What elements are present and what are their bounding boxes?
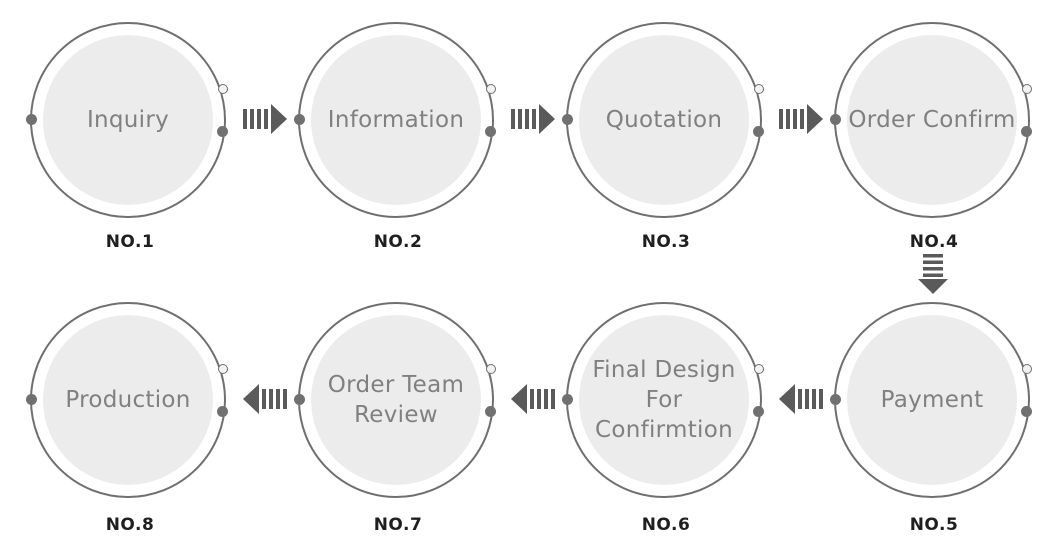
step-label: Information [327,107,465,133]
connector-dot [754,364,764,374]
connector-dot [218,84,228,94]
arrow-left-icon [779,384,823,414]
step-disc [847,35,1017,205]
step-information: Information [294,22,496,218]
step-label: Production [65,387,191,413]
connector-dot [26,394,37,405]
connector-dot [217,406,228,417]
step-label: Payment [880,387,984,413]
connector-dot [1021,406,1032,417]
step-inquiry: Inquiry [26,22,228,218]
connector-dot [830,394,841,405]
step-disc [311,35,481,205]
step-label: Inquiry [86,107,170,133]
step-disc [43,35,213,205]
connector-dot [486,364,496,374]
step-disc [847,315,1017,485]
connector-dot [486,84,496,94]
connector-dot [830,114,841,125]
connector-dot [218,364,228,374]
arrow-right-icon [511,104,555,134]
connector-dot [485,126,496,137]
step-disc [579,35,749,205]
step-number: NO.2 [373,232,423,252]
connector-dot [26,114,37,125]
connector-dot [1022,84,1032,94]
connector-dot [562,114,573,125]
step-disc [311,315,481,485]
step-label: Quotation [605,107,723,133]
step-order-team-review: Order Team Review [294,302,496,498]
arrow-right-icon [243,104,287,134]
step-number: NO.7 [373,515,423,535]
step-number: NO.6 [641,515,691,535]
step-production: Production [26,302,228,498]
step-disc [579,315,749,485]
step-final-design: Final Design For Confirmtion [562,302,764,498]
step-quotation: Quotation [562,22,764,218]
step-order-confirm: Order Confirm [830,22,1032,218]
step-label: Final Design For Confirmtion [592,357,736,443]
step-label: Order Team Review [327,372,465,428]
step-number: NO.5 [909,515,959,535]
connector-dot [753,126,764,137]
connector-dot [217,126,228,137]
connector-dot [1022,364,1032,374]
arrow-down-icon [918,254,948,294]
connector-dot [1021,126,1032,137]
arrow-left-icon [511,384,555,414]
step-number: NO.3 [641,232,691,252]
arrow-left-icon [243,384,287,414]
connector-dot [754,84,764,94]
connector-dot [485,406,496,417]
arrow-right-icon [779,104,823,134]
step-number: NO.1 [105,232,155,252]
step-label: Order Confirm [848,107,1016,133]
step-number: NO.4 [909,232,959,252]
step-number: NO.8 [105,515,155,535]
connector-dot [294,114,305,125]
step-payment: Payment [830,302,1032,498]
step-disc [43,315,213,485]
connector-dot [294,394,305,405]
connector-dot [753,406,764,417]
connector-dot [562,394,573,405]
